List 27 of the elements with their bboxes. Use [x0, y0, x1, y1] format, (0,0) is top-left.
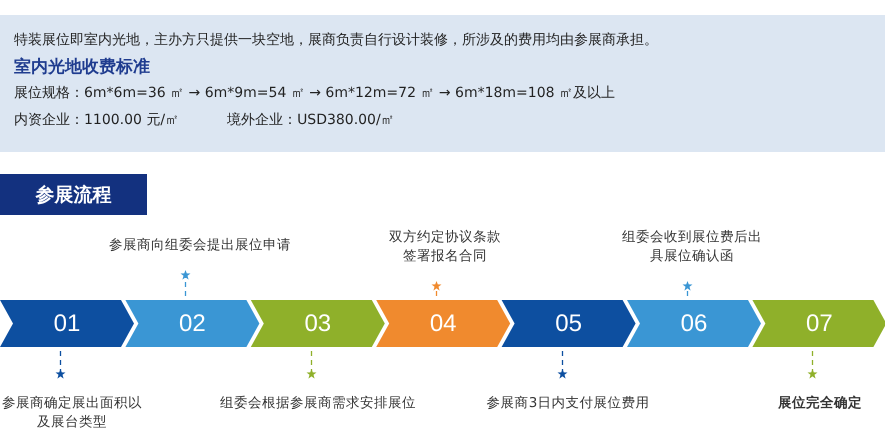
price-text: 内资企业：1100.00 元/㎡	[14, 111, 180, 130]
step-number: 04	[430, 310, 457, 338]
step-description: 参展商向组委会提出展位申请	[109, 236, 291, 255]
leader-line	[682, 281, 692, 296]
step-number: 05	[555, 310, 582, 338]
step-description: 展位完全确定	[778, 394, 862, 413]
leader-line	[808, 351, 818, 379]
step-number: 01	[54, 310, 80, 338]
step-description: 双方约定协议条款签署报名合同	[388, 228, 502, 266]
step-description: 组委会根据参展商需求安排展位	[220, 394, 416, 413]
step-description: 组委会收到展位费后出具展位确认函	[622, 228, 762, 266]
leader-line	[180, 270, 190, 296]
leader-line	[432, 281, 442, 296]
step-description: 参展商确定展出面积以及展台类型	[1, 394, 143, 432]
leader-line	[306, 351, 316, 379]
section-heading: 室内光地收费标准	[14, 56, 151, 79]
step-number: 02	[179, 310, 206, 338]
info-text: 展位规格：6m*6m=36 ㎡ → 6m*9m=54 ㎡ → 6m*12m=72 ㎡ → 6m*18m=108 ㎡及以上	[14, 84, 616, 103]
step-description: 参展商3日内支付展位费用	[486, 394, 650, 413]
leader-line	[56, 351, 66, 379]
section-title-band: 参展流程	[0, 174, 147, 215]
leader-line	[558, 351, 568, 379]
info-text: 特装展位即室内光地，主办方只提供一块空地，展商负责自行设计装修，所涉及的费用均由参展商承担。	[14, 31, 659, 50]
step-number: 07	[806, 310, 833, 338]
step-number: 03	[304, 310, 332, 338]
step-number: 06	[680, 310, 708, 338]
price-text: 境外企业：USD380.00/㎡	[227, 111, 395, 130]
